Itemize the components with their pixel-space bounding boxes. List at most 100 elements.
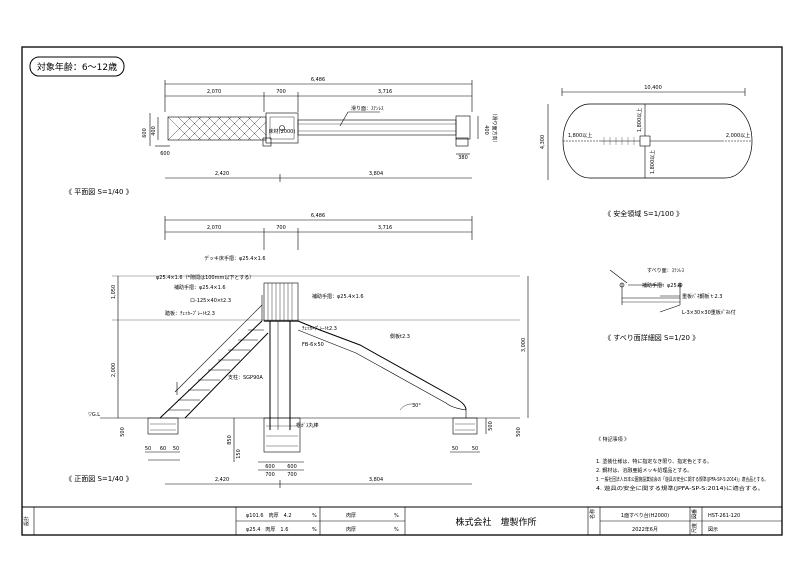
tb-company: 株式会社 壇製作所 bbox=[455, 516, 536, 528]
tb-pipe-1: φ101.6 肉厚 4.2 bbox=[246, 512, 292, 519]
detail-texts: すべり面：ｽﾃﾝﾚｽ 補助手摺：φ25.4 重板ﾊﾟﾈ鋼板ｔ2.3 L-3×30… bbox=[604, 268, 736, 342]
tb-mark-2: % bbox=[312, 527, 317, 533]
age-badge: 対象年齢：6～12歳 bbox=[29, 56, 125, 77]
plan-dim-side-2: 400 bbox=[151, 126, 157, 136]
plan-dim-bottom-left: 2,420 bbox=[215, 171, 229, 177]
note-1: 1. 塗装仕様は、特に指定なき限り、指定色とする。 bbox=[596, 458, 712, 465]
front-slide-angle: 30° bbox=[412, 403, 421, 409]
front-dim-v-post-small: 150 bbox=[236, 449, 242, 459]
front-label-channel: ロ-125×40×t2.3 bbox=[190, 298, 231, 304]
front-ground-level: ▽G.L bbox=[88, 412, 100, 418]
plan-dim-side-4: 400 bbox=[483, 125, 489, 135]
tb-pipe-2: φ25.4 肉厚 1.6 bbox=[246, 526, 288, 533]
front-dim-foot-6: 700 bbox=[265, 472, 275, 478]
front-view bbox=[100, 216, 529, 488]
plan-dim-side-3: 600 bbox=[160, 151, 170, 157]
front-dim-stair: 2,070 bbox=[207, 225, 221, 231]
plan-view bbox=[149, 80, 479, 182]
front-title: 《 正面図 S=1/40 》 bbox=[65, 475, 133, 483]
plan-texts: 6,486 2,070 700 3,716 2,420 3,804 600 40… bbox=[65, 77, 498, 196]
tb-col-label-1: 肉厚 bbox=[346, 512, 356, 519]
slide-detail-view bbox=[609, 269, 683, 313]
front-label-anchor: 根ｶﾞｽ丸棒 bbox=[296, 422, 319, 429]
detail-label-angle: L-3×30×30重板ﾊﾟﾈﾙ付 bbox=[682, 309, 736, 316]
front-label-flat-bar: FB-6×50 bbox=[302, 342, 324, 348]
notes: 《 特記事項 》 1. 塗装仕様は、特に指定なき限り、指定色とする。 2. 鋼材… bbox=[596, 436, 768, 492]
front-dim-foot-3: 50 bbox=[173, 446, 179, 452]
front-dim-v-lower: 2,000 bbox=[111, 363, 117, 377]
plan-direction-label: （滑り面方向） bbox=[491, 110, 498, 145]
front-dim-foot-1: 50 bbox=[145, 446, 151, 452]
front-dim-foot-7: 700 bbox=[287, 472, 297, 478]
front-texts: 6,486 2,070 700 3,716 2,420 3,804 1,050 … bbox=[65, 213, 527, 483]
front-dim-v-foot-right: 500 bbox=[516, 427, 522, 437]
front-dim-v-upper: 1,050 bbox=[111, 285, 117, 299]
note-3: 3. 一般社団法人日本公園施設業協会の「遊具の安全に関する規準(JPFA-SP-… bbox=[596, 476, 768, 483]
detail-label-handrail: 補助手摺：φ25.4 bbox=[642, 282, 681, 289]
safety-dim-right: 2,000以上 bbox=[726, 132, 750, 139]
front-dim-foot-8: 50 bbox=[452, 446, 458, 452]
note-2: 2. 鋼材は、溶融亜鉛メッキ処理品とする。 bbox=[596, 467, 692, 474]
front-dim-bottom-right: 3,804 bbox=[369, 477, 383, 483]
plan-dim-overall: 6,486 bbox=[311, 77, 325, 83]
front-label-aux-handrail-left: 補助手摺：φ25.4×1.6 bbox=[174, 284, 226, 291]
age-badge-label: 対象年齢：6～12歳 bbox=[37, 61, 117, 73]
plan-title: 《 平面図 S=1/40 》 bbox=[65, 188, 133, 196]
detail-label-plate: 重板ﾊﾟﾈ鋼板ｔ2.3 bbox=[682, 293, 722, 300]
front-label-aux-handrail-right: 補助手摺：φ25.4×1.6 bbox=[312, 293, 364, 300]
plan-dim-slide: 3,716 bbox=[378, 89, 392, 95]
front-label-tread: 踏板：ﾁｪｯｶｰﾌﾟﾚｰﾄt2.3 bbox=[165, 310, 215, 317]
plan-dim-side-5: 380 bbox=[458, 155, 468, 161]
note-4: 4. 遊具の安全に関する規準(JPFA-SP-S:2014)に適合する。 bbox=[596, 485, 764, 492]
safety-title: 《 安全領域 S=1/100 》 bbox=[604, 209, 683, 218]
tb-date: 2022年6月 bbox=[632, 526, 658, 533]
safety-dim-left: 1,800以上 bbox=[568, 132, 592, 139]
safety-dim-top: 1,800以上 bbox=[636, 108, 643, 132]
tb-name-label: 名称 bbox=[589, 509, 596, 519]
tb-no-label: 図番 bbox=[691, 509, 698, 519]
safety-dim-bottom: 1,800以上 bbox=[649, 150, 656, 174]
plan-deck-label: 床材(2000) bbox=[269, 128, 296, 135]
front-dim-foot-2: 60 bbox=[160, 446, 166, 452]
front-dim-deck: 700 bbox=[276, 225, 286, 231]
plan-dim-stair: 2,070 bbox=[207, 89, 221, 95]
front-dim-foot-4: 600 bbox=[265, 464, 275, 470]
safety-dim-width: 4,300 bbox=[540, 135, 546, 149]
front-dim-v-foot-end: 500 bbox=[488, 421, 494, 431]
front-label-handrail-gap: φ25.4×1.6（*隙間は100mm以下とする） bbox=[156, 274, 254, 281]
tb-side-label: 設計 bbox=[23, 516, 30, 526]
front-dim-overall: 6,486 bbox=[311, 213, 325, 219]
safety-dim-length: 10,400 bbox=[644, 85, 662, 91]
notes-heading: 《 特記事項 》 bbox=[596, 436, 629, 443]
front-dim-bottom-left: 2,420 bbox=[215, 477, 229, 483]
front-dim-slide: 3,716 bbox=[378, 225, 392, 231]
front-dim-v-total: 3,000 bbox=[521, 338, 527, 352]
detail-title: 《 すべり面詳細図 S=1/20 》 bbox=[604, 333, 699, 342]
tb-col-label-2: 肉厚 bbox=[346, 526, 356, 533]
plan-dim-deck: 700 bbox=[276, 89, 286, 95]
front-dim-foot-9: 50 bbox=[472, 446, 478, 452]
front-label-post: 支柱：SGP90A bbox=[228, 374, 263, 381]
tb-mark-4: % bbox=[394, 527, 399, 533]
safety-texts: 10,400 4,300 1,800以上 1,800以上 2,000以上 1,8… bbox=[540, 85, 750, 218]
plan-dim-side-1: 600 bbox=[142, 128, 148, 138]
sheet-border bbox=[21, 46, 783, 536]
tb-mark-3: % bbox=[394, 513, 399, 519]
plan-dim-bottom-right: 3,804 bbox=[369, 171, 383, 177]
safety-area-view bbox=[547, 88, 753, 180]
front-dim-v-foot-left: 500 bbox=[120, 427, 126, 437]
plan-slide-label: 滑り面：ｽﾃﾝﾚｽ bbox=[351, 105, 384, 112]
title-block bbox=[22, 506, 782, 535]
tb-mark-1: % bbox=[312, 513, 317, 519]
tb-drawing-type: 図示 bbox=[708, 527, 718, 533]
front-label-deck-handrail: デッキ床手摺：φ25.4×1.6 bbox=[204, 255, 266, 262]
front-label-side-plate: 側板t2.3 bbox=[390, 333, 410, 340]
tb-scale-label: 尺度 bbox=[691, 523, 698, 533]
front-dim-v-post: 850 bbox=[227, 435, 233, 445]
title-block-texts: 設計 φ101.6 肉厚 4.2 % φ25.4 肉厚 1.6 % 肉厚 % 肉… bbox=[23, 509, 740, 533]
front-label-checker-plate: ﾁｪｯｶｰﾌﾟﾚｰﾄt2.3 bbox=[302, 325, 337, 332]
tb-drawing-name: 1面すべり台(H2000) bbox=[621, 512, 669, 519]
tb-code: HST-261-120 bbox=[708, 513, 740, 519]
